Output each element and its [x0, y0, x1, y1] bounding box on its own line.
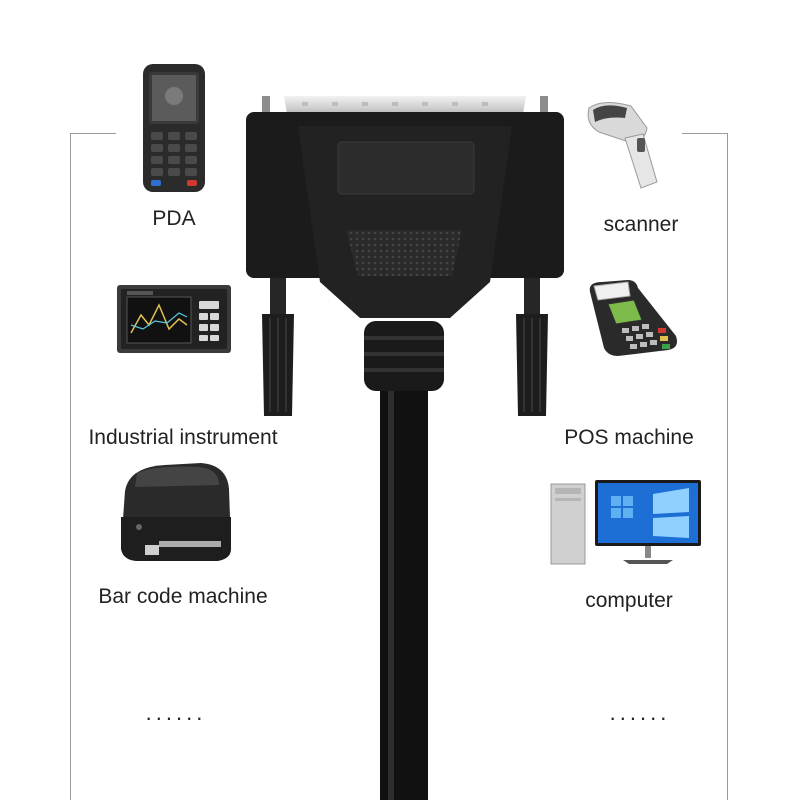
bar-code-machine-label: Bar code machine [98, 585, 268, 608]
pos-machine-label: POS machine [564, 426, 694, 449]
industrial-instrument-label: Industrial instrument [88, 426, 278, 449]
left-frame-top [70, 133, 116, 134]
more-devices-left: ...... [145, 700, 207, 725]
desktop-computer-icon [550, 480, 701, 565]
left-frame-side [70, 133, 71, 800]
barcode-scanner-icon [587, 102, 658, 189]
computer-label: computer [585, 589, 673, 612]
scanner-label: scanner [603, 213, 679, 236]
label-printer-icon [121, 463, 231, 561]
right-frame-top [682, 133, 728, 134]
db25-connector-icon [246, 96, 564, 800]
pos-terminal-icon [589, 280, 677, 356]
pda-icon [143, 64, 205, 192]
more-devices-right: ...... [609, 700, 671, 725]
pda-label: PDA [152, 207, 196, 230]
industrial-instrument-icon [117, 285, 231, 353]
right-frame-side [727, 133, 728, 800]
